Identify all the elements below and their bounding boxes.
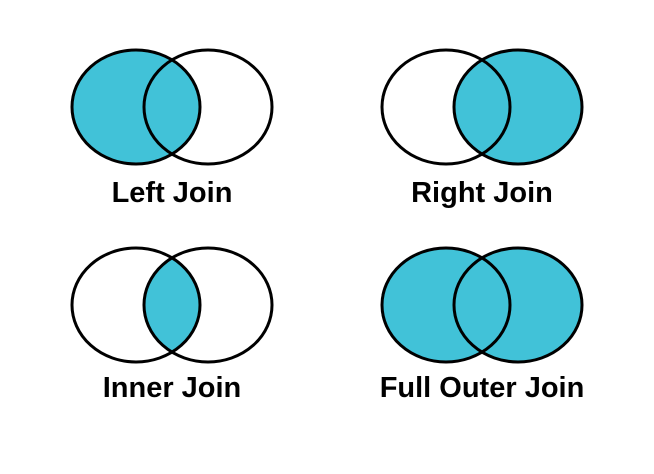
intersection-fill (454, 248, 510, 362)
intersection-fill (454, 50, 510, 164)
venn-right-join (380, 48, 584, 166)
label-right-join: Right Join (411, 177, 553, 209)
label-left-join: Left Join (111, 177, 233, 209)
venn-full-outer-join (380, 246, 584, 364)
right-circle-outline (452, 246, 584, 364)
venn-left-join (70, 48, 274, 166)
left-circle-outline (380, 246, 512, 364)
label-full-outer-join: Full Outer Join (379, 372, 585, 404)
right-circle-outline (142, 48, 274, 166)
right-circle-outline (142, 246, 274, 364)
label-inner-join: Inner Join (102, 372, 242, 404)
venn-inner-join (70, 246, 274, 364)
left-circle-outline (70, 48, 202, 166)
right-circle-outline (452, 48, 584, 166)
left-circle-outline (380, 48, 512, 166)
intersection-fill (144, 248, 200, 362)
left-circle-outline (70, 246, 202, 364)
intersection-fill (144, 50, 200, 164)
